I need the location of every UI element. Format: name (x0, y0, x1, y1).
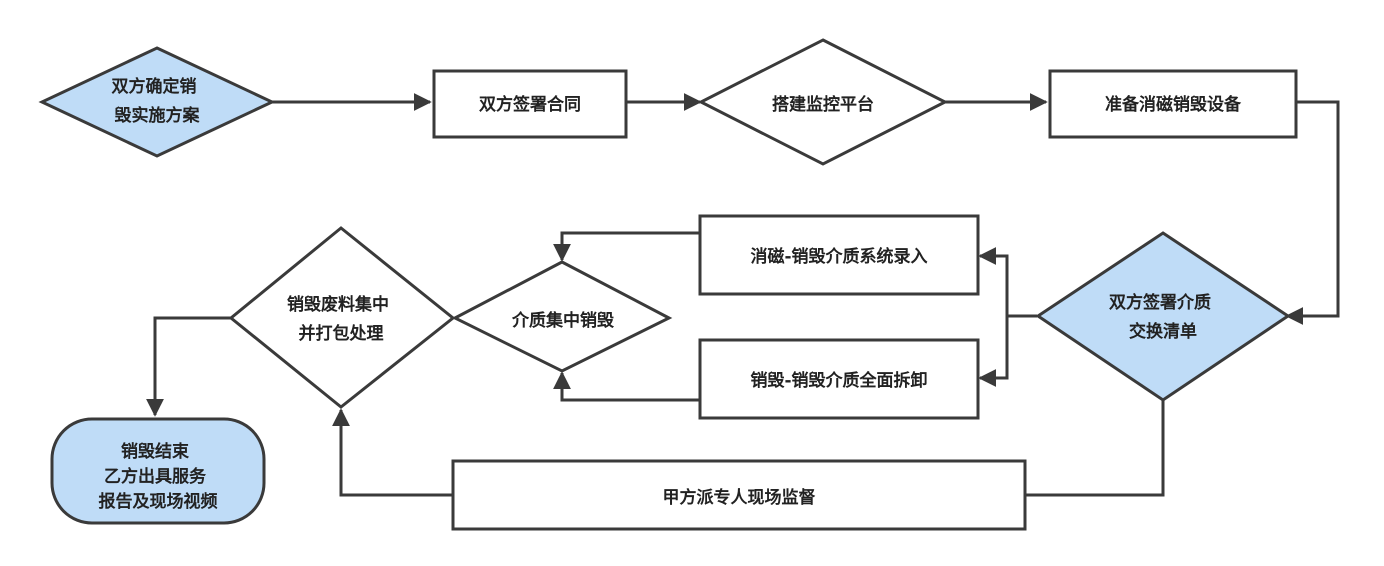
node-sign-exchange-list-line-1: 双方签署介质 (1109, 292, 1211, 313)
edge-exchange-to-supervision (1025, 400, 1165, 497)
node-finish-line-3: 报告及现场视频 (99, 491, 218, 512)
node-finish-line-2: 乙方出具服务 (104, 466, 207, 487)
node-decide-plan-line-1: 双方确定销 (112, 76, 197, 97)
node-waste-packing-shape (228, 226, 456, 409)
edge-degauss-to-destroy (553, 231, 700, 262)
edge-dismantle-to-destroy (553, 371, 700, 402)
node-waste-packing-label: 销毁废料集中 并打包处理 (287, 294, 395, 344)
node-decide-plan-shape (38, 46, 276, 158)
node-sign-exchange-list-line-2: 交换清单 (1129, 321, 1197, 342)
node-decide-plan-line-2: 毁实施方案 (115, 105, 201, 126)
node-build-platform-shape (697, 38, 949, 166)
node-prepare-equipment-shape (1048, 69, 1298, 139)
node-sign-exchange-list-shape (1035, 231, 1291, 402)
node-centralized-destroy-shape (451, 260, 673, 373)
node-sign-exchange-list-label: 双方签署介质 交换清单 (1109, 292, 1217, 342)
node-degauss-entry-shape (698, 214, 980, 296)
edge-supervision-to-waste (332, 408, 453, 497)
node-sign-contract-shape (432, 69, 628, 139)
node-decide-plan-label: 双方确定销 毁实施方案 (112, 76, 203, 126)
node-centralized-destroy-label: 介质集中销毁 (511, 310, 615, 331)
node-prepare-equipment-label: 准备消磁销毁设备 (1105, 94, 1242, 115)
node-sign-contract-label: 双方签署合同 (479, 94, 581, 115)
node-waste-packing-line-1: 销毁废料集中 (287, 294, 389, 315)
edge-waste-to-finish (146, 316, 232, 417)
node-build-platform-label: 搭建监控平台 (772, 94, 874, 115)
edge-exchange-to-degauss (978, 247, 1009, 316)
node-finish-shape (50, 417, 266, 525)
node-waste-packing-line-2: 并打包处理 (299, 323, 384, 344)
edge-exchange-to-dismantle (978, 316, 1009, 387)
edge-equipment-to-exchange (1285, 100, 1340, 325)
connectors (146, 93, 1340, 497)
node-dismantle-label: 销毁-销毁介质全面拆卸 (750, 370, 927, 391)
node-finish-line-1: 销毁结束 (121, 441, 189, 462)
node-supervision-label: 甲方派专人现场监督 (663, 487, 816, 508)
node-finish-label: 销毁结束 乙方出具服务 报告及现场视频 (99, 441, 218, 512)
node-supervision-shape (451, 459, 1027, 531)
node-dismantle-shape (698, 338, 980, 420)
node-degauss-entry-label: 消磁-销毁介质系统录入 (750, 246, 927, 267)
